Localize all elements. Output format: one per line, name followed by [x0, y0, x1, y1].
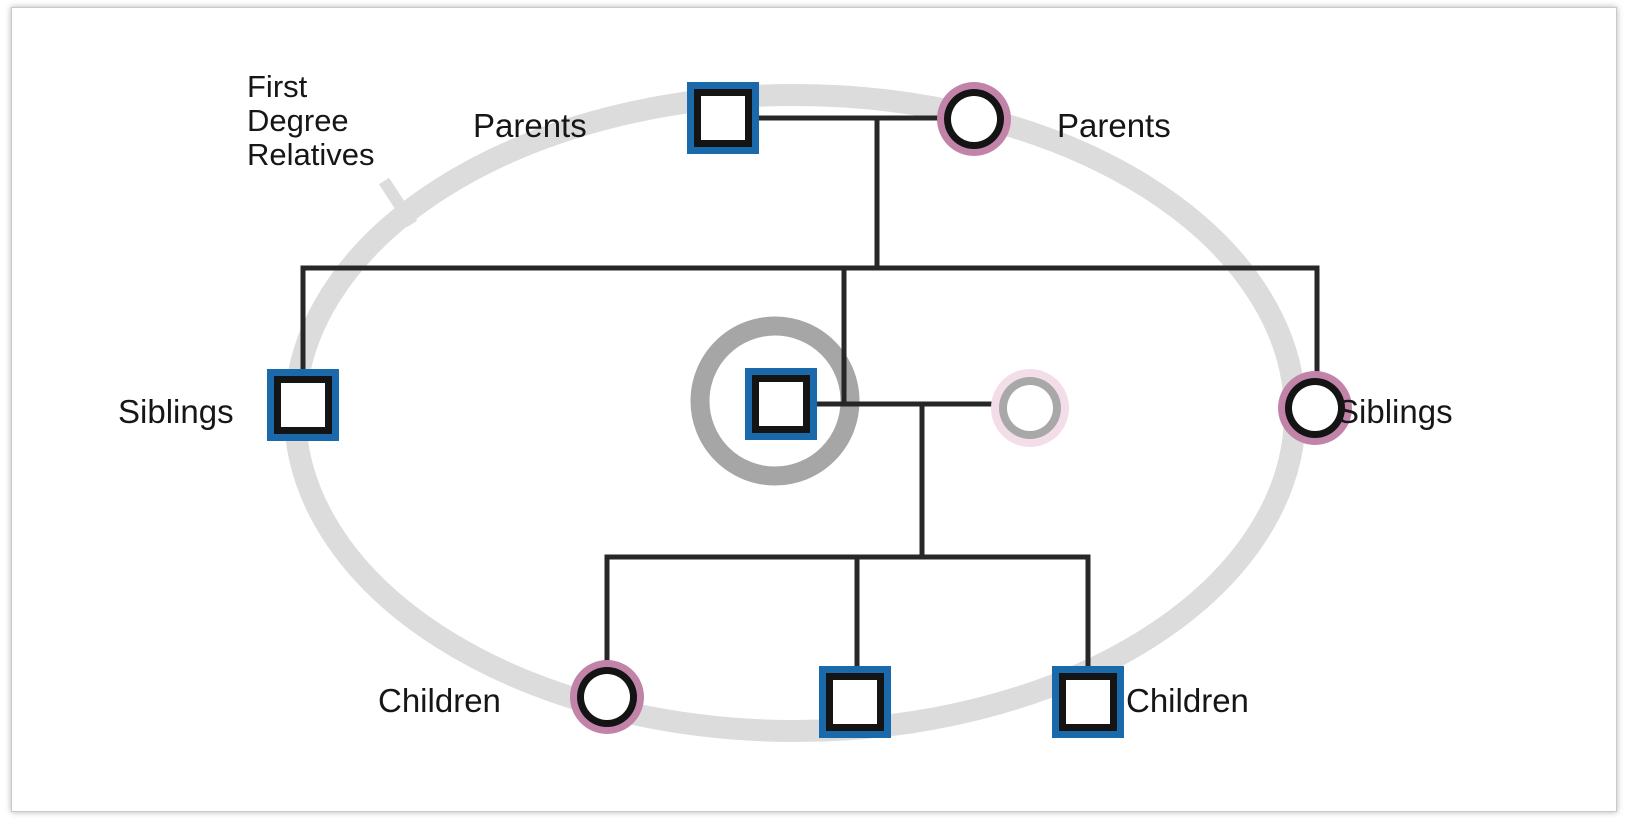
female-symbol-fill — [584, 674, 630, 720]
parents-label-left: Parents — [473, 107, 587, 144]
son-middle-node — [819, 666, 891, 738]
male-symbol-fill — [833, 680, 877, 724]
faded-female-symbol-fill — [1007, 385, 1053, 431]
children-sibship-line — [604, 554, 1091, 668]
first-degree-annotation-line-1: First — [247, 69, 308, 104]
siblings-label-right: Siblings — [1337, 393, 1453, 430]
female-symbol-fill — [1292, 385, 1338, 431]
first-degree-annotation-line-3: Relatives — [247, 137, 375, 172]
female-symbol-fill — [951, 96, 997, 142]
connector-lines — [300, 115, 1320, 668]
brother-node — [267, 369, 339, 441]
children-label-left: Children — [378, 682, 501, 719]
proband-node — [745, 368, 817, 440]
siblings-label-left: Siblings — [118, 393, 234, 430]
parents-label-right: Parents — [1057, 107, 1171, 144]
partner-node — [991, 369, 1069, 447]
annotation-leader-tick — [378, 177, 418, 228]
father-node — [687, 82, 759, 154]
first-degree-annotation-line-2: Degree — [247, 103, 349, 138]
son-right-node — [1052, 666, 1124, 738]
sibship-line — [300, 265, 1320, 373]
text-labels: First Degree Relatives Parents Parents S… — [118, 69, 1453, 719]
children-label-right: Children — [1126, 682, 1249, 719]
proband-highlight-ring — [690, 316, 860, 486]
male-symbol-fill — [1066, 680, 1110, 724]
sister-node — [1278, 371, 1352, 445]
male-symbol-fill — [701, 96, 745, 140]
male-symbol-fill — [281, 383, 325, 427]
daughter-node — [570, 660, 644, 734]
mother-node — [937, 82, 1011, 156]
male-symbol-fill — [759, 382, 803, 426]
